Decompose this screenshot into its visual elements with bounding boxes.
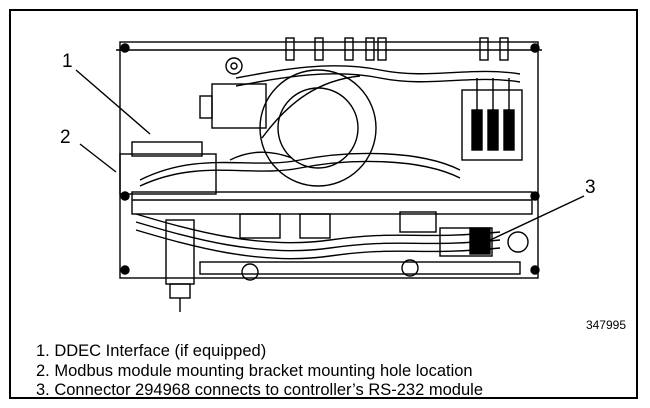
legend-item: 3. Connector 294968 connects to controll… [36, 381, 483, 399]
callout-3-leader [485, 195, 585, 243]
callout-1-leader [75, 69, 151, 135]
callout-2-label: 2 [60, 127, 71, 148]
callout-2-leader [79, 143, 117, 173]
callout-3-label: 3 [585, 177, 596, 198]
legend-item: 2. Modbus module mounting bracket mounti… [36, 361, 473, 380]
legend-list: 1. DDEC Interface (if equipped) 2. Modbu… [36, 342, 483, 401]
figure-number: 347995 [585, 318, 626, 332]
figure-frame [9, 9, 638, 399]
callout-1-label: 1 [62, 51, 73, 72]
legend-item: 1. DDEC Interface (if equipped) [36, 342, 267, 360]
